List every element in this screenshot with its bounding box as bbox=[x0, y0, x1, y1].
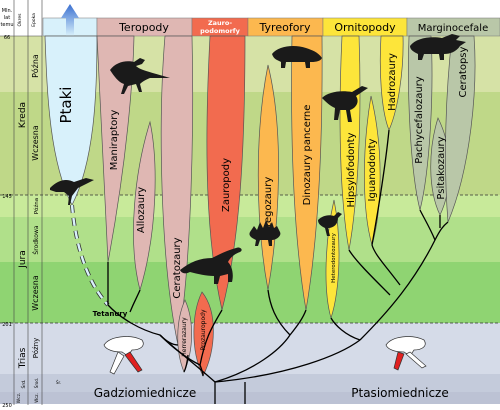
cladogram-branches bbox=[107, 129, 449, 404]
epoch-kreda-wczesna: Wczesna bbox=[31, 125, 40, 161]
stegosaur-silhouette bbox=[249, 220, 281, 246]
band-trias-wczesny bbox=[0, 392, 500, 404]
epoch-jura-pozna: Późna bbox=[33, 198, 40, 214]
ornithischian-pelvis-icon bbox=[385, 336, 427, 371]
heterodontosaur-silhouette bbox=[318, 212, 342, 236]
epoch-trias-maly: Śr. bbox=[56, 380, 61, 385]
header-marginocefale: Marginocefale bbox=[418, 23, 489, 34]
period-trias: Trias bbox=[18, 347, 28, 369]
label-gadziomiednicze: Gadziomiednicze bbox=[94, 386, 197, 400]
spindle-hadrozaury bbox=[379, 35, 404, 131]
label-hadrozaury: Hadrozaury bbox=[387, 53, 398, 111]
label-psitakozaury: Psitakozaury bbox=[436, 136, 447, 199]
label-zauropody: Zauropody bbox=[221, 158, 232, 212]
period-srd: Śrd. bbox=[20, 380, 27, 389]
axis-header-temu: temu bbox=[0, 22, 13, 28]
period-jura: Jura bbox=[18, 250, 28, 269]
label-allozaury: Allozaury bbox=[136, 187, 147, 233]
label-hipsylofodonty: Hipsylofodonty bbox=[346, 132, 357, 207]
clade-labels: Ptaki Maniraptory Allozaury Ceratozaury … bbox=[57, 46, 469, 356]
ankylosaur-silhouette bbox=[272, 46, 322, 68]
spindle-hipsylofodonty bbox=[339, 35, 361, 251]
header-teropody: Teropody bbox=[118, 21, 169, 34]
label-stegozaury: Stegozaury bbox=[263, 177, 274, 234]
label-prozauropody: Prozauropody bbox=[200, 309, 207, 350]
axis-header-mln: Mln. bbox=[2, 8, 13, 14]
tick-66: 66 bbox=[4, 35, 10, 41]
header-tyreofory: Tyreofory bbox=[259, 21, 311, 34]
time-axis: Mln. lat temu Okres Epoka 66 145 201 250… bbox=[0, 0, 61, 409]
archaeopteryx-silhouette bbox=[50, 178, 94, 205]
spindle-ptaki bbox=[44, 35, 98, 206]
band-trias-srodkowy bbox=[0, 374, 500, 392]
theropod-silhouette bbox=[110, 58, 170, 94]
epoch-trias-pozny: Późny bbox=[32, 338, 40, 359]
band-jura-wczesna bbox=[0, 262, 500, 323]
tick-250: 250 bbox=[2, 403, 12, 409]
epoch-trias-wczesny: Wcz. bbox=[34, 393, 39, 403]
silhouettes bbox=[50, 34, 466, 284]
label-ceratopsy: Ceratopsy bbox=[458, 46, 469, 97]
label-maniraptory: Maniraptory bbox=[109, 110, 120, 171]
ceratopsian-silhouette bbox=[410, 34, 466, 60]
spindle-zauropody bbox=[206, 35, 246, 311]
hadrosaur-silhouette bbox=[322, 86, 368, 122]
label-ptaki: Ptaki bbox=[57, 87, 75, 124]
label-ptasiomiednicze: Ptasiomiednicze bbox=[351, 386, 448, 400]
band-jura-srodkowa bbox=[0, 217, 500, 262]
epoch-jura-wczesna: Wczesna bbox=[31, 275, 40, 311]
saurischian-pelvis-icon bbox=[103, 336, 144, 375]
label-heterodontozaury: Heterodontozaury bbox=[331, 232, 337, 282]
header-zauropodomorfy-1: Zauro- bbox=[208, 19, 232, 27]
axis-header-okres: Okres bbox=[17, 13, 23, 27]
period-kreda: Kreda bbox=[18, 102, 28, 128]
bird-dashed-lineage bbox=[70, 204, 110, 307]
tick-145: 145 bbox=[2, 194, 12, 200]
header-ornitopody: Ornitopody bbox=[334, 21, 396, 34]
label-tetanury: Tetanury bbox=[93, 310, 128, 318]
label-herrerazaury: Herrerazaury bbox=[181, 317, 188, 357]
label-pachycefalozaury: Pachycefalozaury bbox=[414, 76, 425, 163]
period-wcz: Wcz. bbox=[16, 393, 22, 404]
ptaki-arrow bbox=[61, 4, 79, 36]
tick-201: 201 bbox=[2, 322, 12, 328]
spindle-pachycefalozaury bbox=[408, 35, 433, 211]
spindle-pancerne bbox=[291, 35, 323, 311]
epoch-kreda-pozna: Późna bbox=[30, 54, 40, 78]
epoch-jura-srodkowa: Środkowa bbox=[33, 225, 40, 254]
sauropod-silhouette bbox=[180, 247, 242, 284]
header-zauropodomorfy-2: podomorfy bbox=[200, 27, 241, 35]
bottom-labels: Gadziomiednicze Ptasiomiednicze bbox=[94, 386, 449, 400]
epoch-trias-srodkowy: Środ. bbox=[34, 378, 39, 388]
axis-header-lat: lat bbox=[4, 15, 10, 21]
group-headers: Teropody Zauro- podomorfy Tyreofory Orni… bbox=[42, 17, 500, 37]
axis-header-epoka: Epoka bbox=[31, 13, 37, 27]
label-iguanodonty: Iguanodonty bbox=[367, 138, 378, 201]
spindle-ceratopsy bbox=[445, 35, 476, 223]
pelvis-icons bbox=[103, 336, 427, 375]
label-pancerne: Dinozaury pancerne bbox=[302, 105, 313, 206]
label-ceratozaury: Ceratozaury bbox=[172, 237, 183, 298]
